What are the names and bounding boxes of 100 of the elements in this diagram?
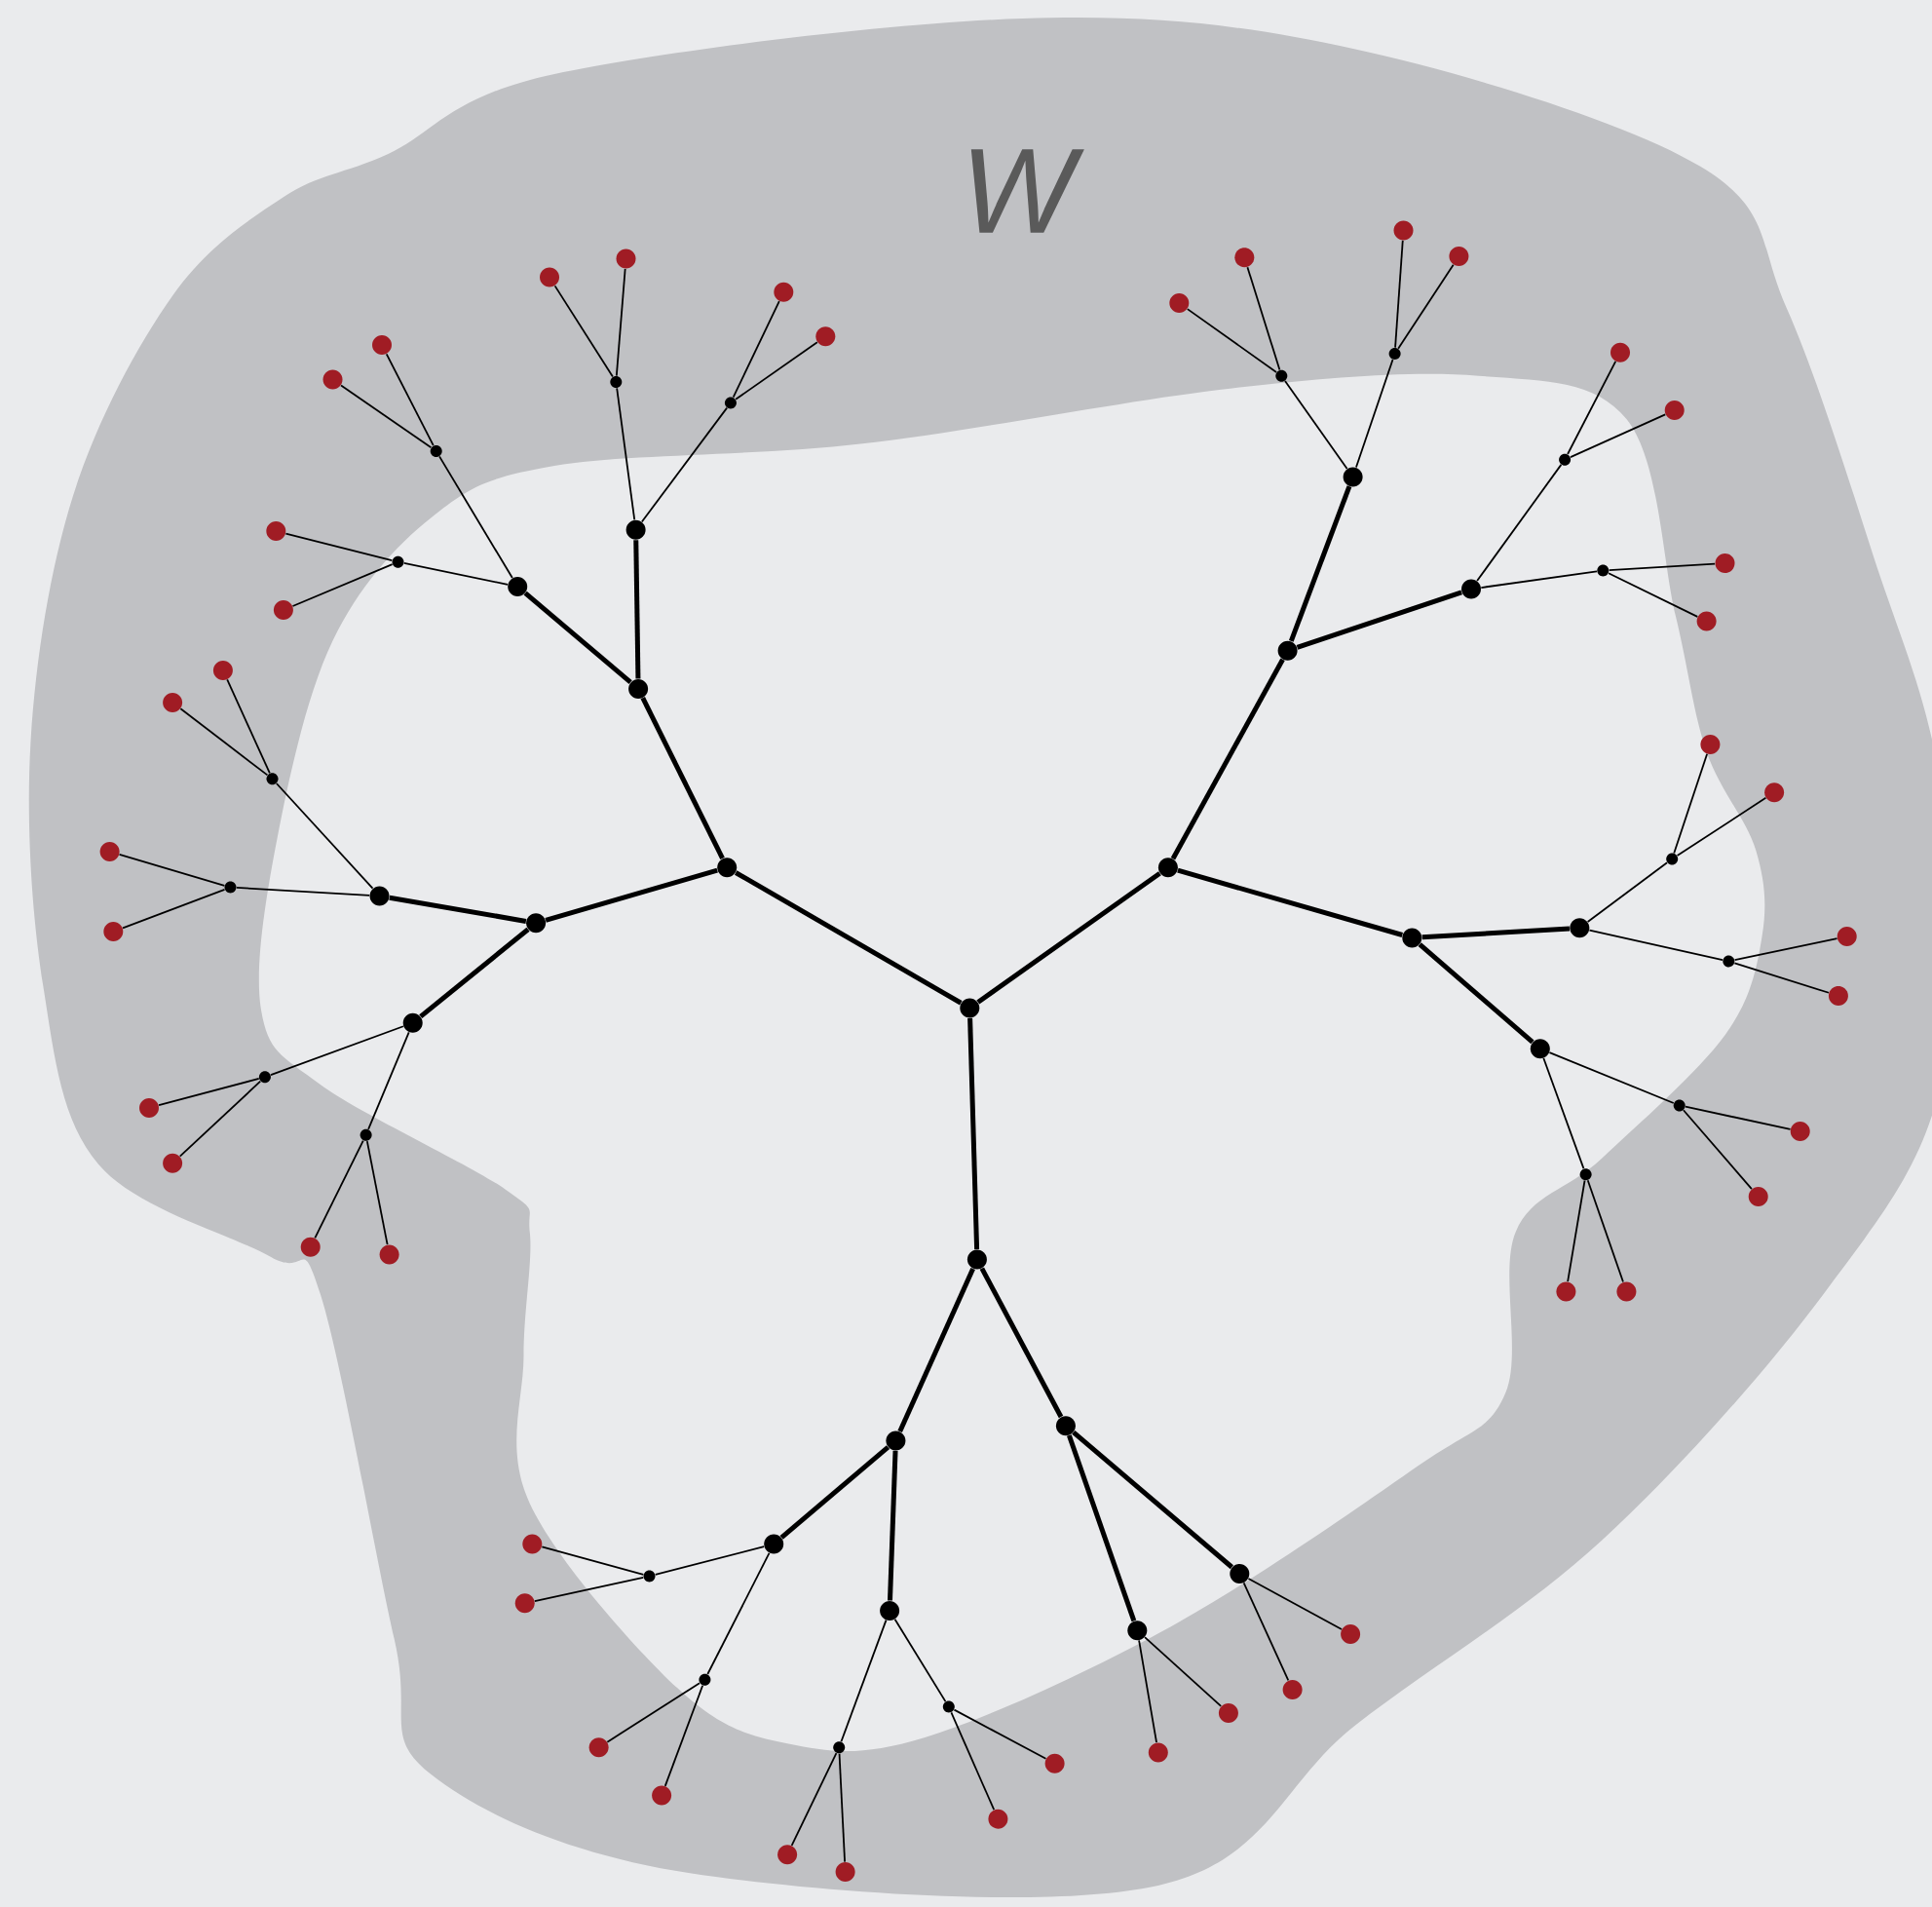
tree-edge	[1567, 361, 1617, 455]
tree-edge	[734, 870, 963, 1006]
tree-node	[1230, 1564, 1250, 1583]
tree-edge	[438, 455, 513, 579]
tree-node	[266, 773, 279, 785]
tree-edge	[838, 1752, 846, 1863]
tree-node	[960, 998, 980, 1018]
tree-edge	[633, 540, 641, 679]
leaf-node	[1837, 927, 1857, 947]
tree-node	[1388, 348, 1401, 360]
tree-edge	[1418, 942, 1534, 1045]
leaf-node	[616, 248, 636, 269]
tree-edge	[385, 353, 435, 447]
leaf-node	[522, 1534, 543, 1554]
leaf-node	[103, 922, 124, 942]
tree-edge	[1138, 1639, 1157, 1744]
leaf-node	[1610, 342, 1630, 362]
leaf-node	[1341, 1624, 1361, 1644]
tree-edge	[606, 1682, 701, 1743]
tree-edge	[122, 889, 226, 930]
tree-node	[1723, 955, 1735, 968]
tree-edge	[340, 384, 433, 449]
leaf-node	[1556, 1281, 1576, 1302]
leaf-node	[988, 1809, 1008, 1829]
tree-edge	[1683, 1109, 1753, 1191]
tree-edge	[178, 1080, 262, 1158]
tree-edge	[640, 406, 728, 523]
leaf-node	[139, 1097, 159, 1118]
leaf-node	[1696, 611, 1717, 631]
tree-node	[628, 678, 649, 699]
tree-edge	[389, 895, 527, 924]
tree-edge	[615, 268, 626, 377]
leaf-node	[514, 1593, 535, 1614]
leaf-node	[1616, 1281, 1637, 1302]
tree-edge	[1144, 1636, 1223, 1707]
tree-edge	[1397, 263, 1455, 350]
tree-edge	[640, 697, 725, 860]
leaf-node	[835, 1862, 855, 1882]
tree-edge	[1242, 1582, 1290, 1682]
tree-edge	[402, 562, 509, 586]
tree-edge	[1567, 1179, 1586, 1283]
tree-edge	[284, 532, 394, 562]
tree-edge	[888, 1450, 898, 1601]
tree-edge	[779, 1445, 890, 1540]
tree-node	[880, 1600, 900, 1621]
tree-node	[699, 1673, 711, 1686]
tree-edge	[1421, 926, 1571, 940]
leaf-node	[652, 1785, 672, 1806]
tree-edge	[1586, 861, 1668, 923]
leaf-node	[1828, 985, 1848, 1006]
tree-edge	[735, 341, 818, 400]
tree-edge	[179, 707, 269, 777]
tree-node	[1461, 579, 1481, 599]
tree-node	[942, 1700, 955, 1713]
tree-node	[1127, 1621, 1148, 1641]
leaf-node	[1169, 293, 1190, 314]
tree-node	[369, 886, 390, 906]
tree-edge	[236, 887, 370, 896]
tree-node	[764, 1534, 784, 1554]
tree-edge	[706, 1552, 771, 1675]
tree-node	[610, 376, 623, 388]
tree-edge	[270, 1025, 404, 1076]
tree-node	[1343, 467, 1363, 487]
leaf-node	[163, 692, 183, 712]
tree-node	[360, 1128, 372, 1141]
leaf-node	[212, 661, 233, 680]
tree-edge	[1247, 1578, 1343, 1630]
tree-node	[508, 577, 528, 596]
tree-edge	[654, 1545, 766, 1576]
leaf-node	[1700, 734, 1721, 754]
tree-edge	[1170, 658, 1285, 860]
tree-edge	[663, 1684, 704, 1787]
tree-node	[224, 881, 237, 894]
tree-node	[1275, 369, 1288, 382]
leaf-node	[774, 282, 794, 302]
leaf-node	[99, 841, 120, 861]
tree-edge	[1480, 570, 1598, 589]
tree-edge	[1548, 1051, 1675, 1104]
tree-edge	[1186, 308, 1277, 373]
leaf-node	[540, 267, 559, 287]
tree-edge	[950, 1711, 996, 1812]
tree-node	[1666, 853, 1679, 865]
leaf-node	[379, 1244, 399, 1265]
tree-edge	[1588, 929, 1724, 961]
tree-edge	[1608, 562, 1717, 571]
tree-edge	[226, 678, 271, 775]
tree-node	[1597, 564, 1610, 577]
tree-node	[1277, 640, 1298, 661]
tree-node	[1055, 1416, 1076, 1436]
tree-node	[724, 397, 737, 409]
leaf-node	[372, 335, 392, 356]
tree-edge	[365, 1140, 389, 1246]
tree-edge	[1676, 797, 1767, 857]
tree-edge	[1542, 1057, 1585, 1170]
tree-node	[1570, 918, 1590, 938]
leaf-node	[300, 1237, 321, 1257]
tree-node	[833, 1741, 846, 1754]
tree-edge	[1685, 1105, 1792, 1130]
tree-edge	[1733, 962, 1830, 994]
leaf-node	[1664, 400, 1685, 421]
